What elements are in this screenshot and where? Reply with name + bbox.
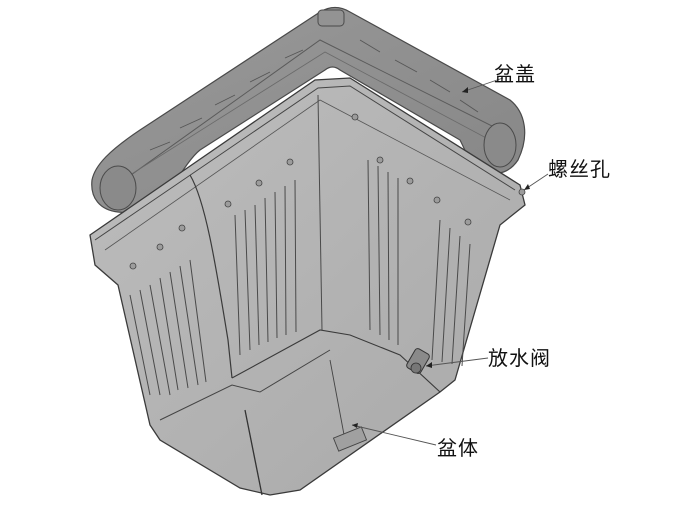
label-screw-hole: 螺丝孔 <box>548 157 611 181</box>
label-drain-valve: 放水阀 <box>488 346 551 370</box>
basin-body-part <box>89 77 526 496</box>
label-basin-body: 盆体 <box>437 436 479 460</box>
label-lid: 盆盖 <box>494 62 536 86</box>
leader-arrowheads <box>352 87 530 428</box>
drain-valve-part <box>406 348 430 374</box>
leader-lines <box>351 77 549 446</box>
